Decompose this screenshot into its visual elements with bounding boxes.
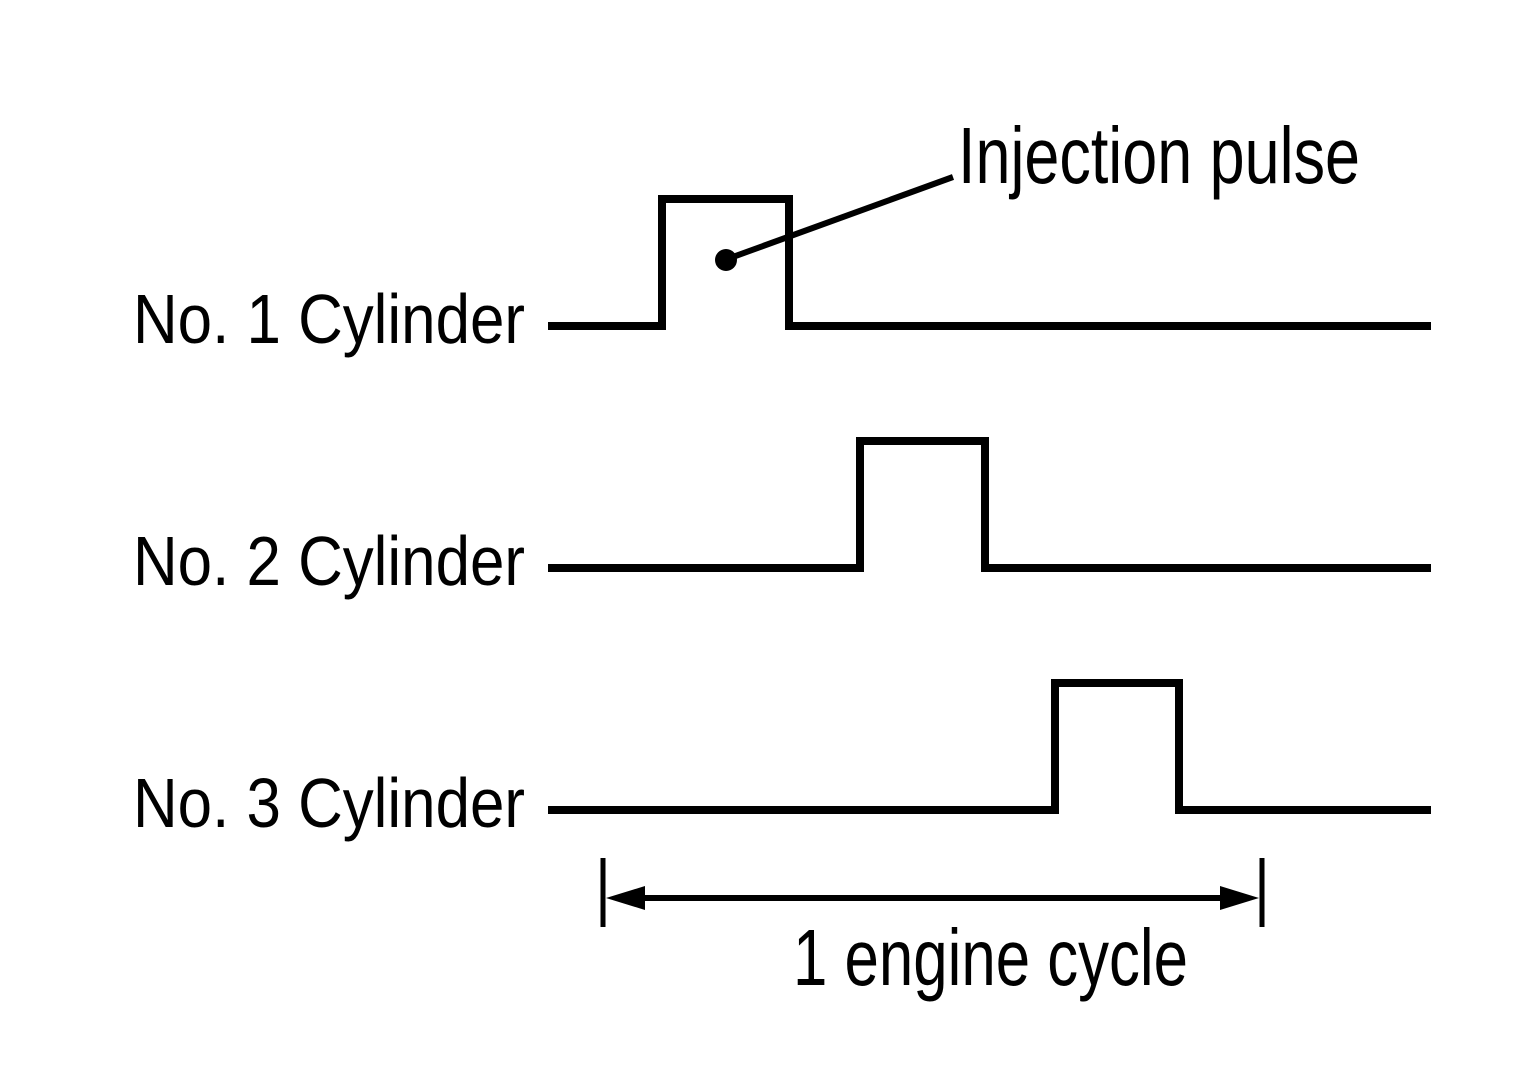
engine-cycle-arrowhead-left-icon xyxy=(606,886,645,910)
cylinder-1-label: No. 1 Cylinder xyxy=(133,280,525,358)
engine-cycle-arrowhead-right-icon xyxy=(1220,886,1259,910)
injection-pulse-dot xyxy=(715,249,737,271)
cylinder-1-waveform xyxy=(548,195,1431,330)
engine-cycle-label: 1 engine cycle xyxy=(793,913,1188,1002)
injection-pulse-leader-line xyxy=(728,174,955,261)
injection-pulse-label: Injection pulse xyxy=(958,111,1360,200)
cylinder-3-waveform xyxy=(548,679,1431,814)
cylinder-2-waveform xyxy=(548,437,1431,572)
cylinder-2-label: No. 2 Cylinder xyxy=(133,522,525,600)
cylinder-3-label: No. 3 Cylinder xyxy=(133,764,525,842)
